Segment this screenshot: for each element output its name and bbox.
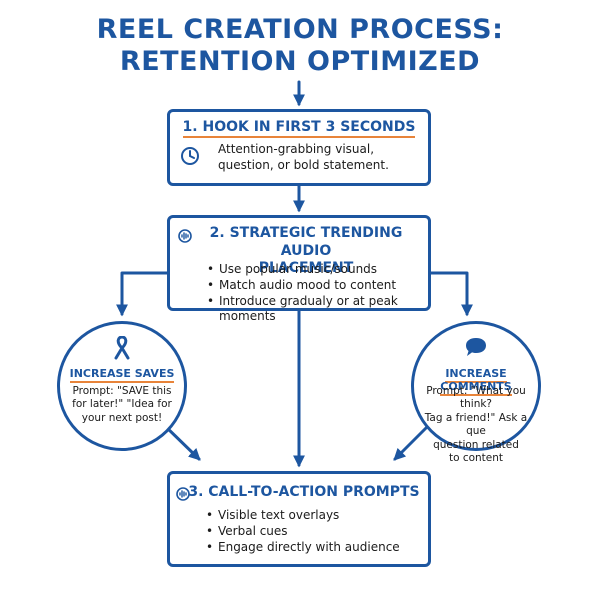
audio-wave-icon (176, 487, 190, 501)
step-cta-box: 3. CALL-TO-ACTION PROMPTS Visible text o… (167, 471, 431, 567)
list-item: Engage directly with audience (206, 540, 400, 556)
arrow-audio-to-saves (116, 271, 169, 317)
branch-comments-circle: INCREASE COMMENTS Prompt: "What you thin… (411, 321, 541, 464)
speech-bubble-icon (466, 338, 486, 356)
step-hook-text: Attention-grabbing visual, question, or … (218, 142, 389, 172)
title-line-2: RETENTION OPTIMIZED (119, 46, 481, 77)
step-cta-heading: 3. CALL-TO-ACTION PROMPTS (188, 484, 420, 500)
arrow-comments-to-cta (393, 422, 432, 461)
list-item: Visible text overlays (206, 508, 400, 524)
ribbon-icon (114, 336, 130, 360)
step-audio-bullets: Use popular music/sounds Match audio moo… (207, 262, 428, 325)
branch-saves-heading: INCREASE SAVES (69, 367, 175, 383)
clock-icon (181, 147, 199, 165)
branch-comments-text: Prompt: "What you think? Tag a friend!" … (424, 385, 528, 465)
step-hook-box: 1. HOOK IN FIRST 3 SECONDS Attention-gra… (167, 109, 431, 186)
step-hook-heading: 1. HOOK IN FIRST 3 SECONDS (182, 119, 416, 138)
step-audio-heading-line-1: 2. STRATEGIC TRENDING AUDIO (209, 225, 403, 259)
list-item: Use popular music/sounds (207, 262, 428, 278)
list-item: Introduce gradualy or at peak moments (207, 294, 428, 326)
branch-comments-heading: INCREASE COMMENTS (440, 367, 512, 397)
list-item: Match audio mood to content (207, 278, 428, 294)
branch-saves-circle: INCREASE SAVES Prompt: "SAVE this for la… (57, 321, 187, 451)
arrow-audio-to-comments (429, 271, 473, 317)
step-audio-box: 2. STRATEGIC TRENDING AUDIO PLACEMENT Us… (167, 215, 431, 323)
list-item: Verbal cues (206, 524, 400, 540)
branch-saves-text: Prompt: "SAVE this for later!" "Idea for… (72, 385, 172, 424)
title-line-1: REEL CREATION PROCESS: (96, 14, 504, 45)
step-cta-bullets: Visible text overlays Verbal cues Engage… (206, 508, 400, 555)
audio-wave-icon (178, 229, 192, 243)
